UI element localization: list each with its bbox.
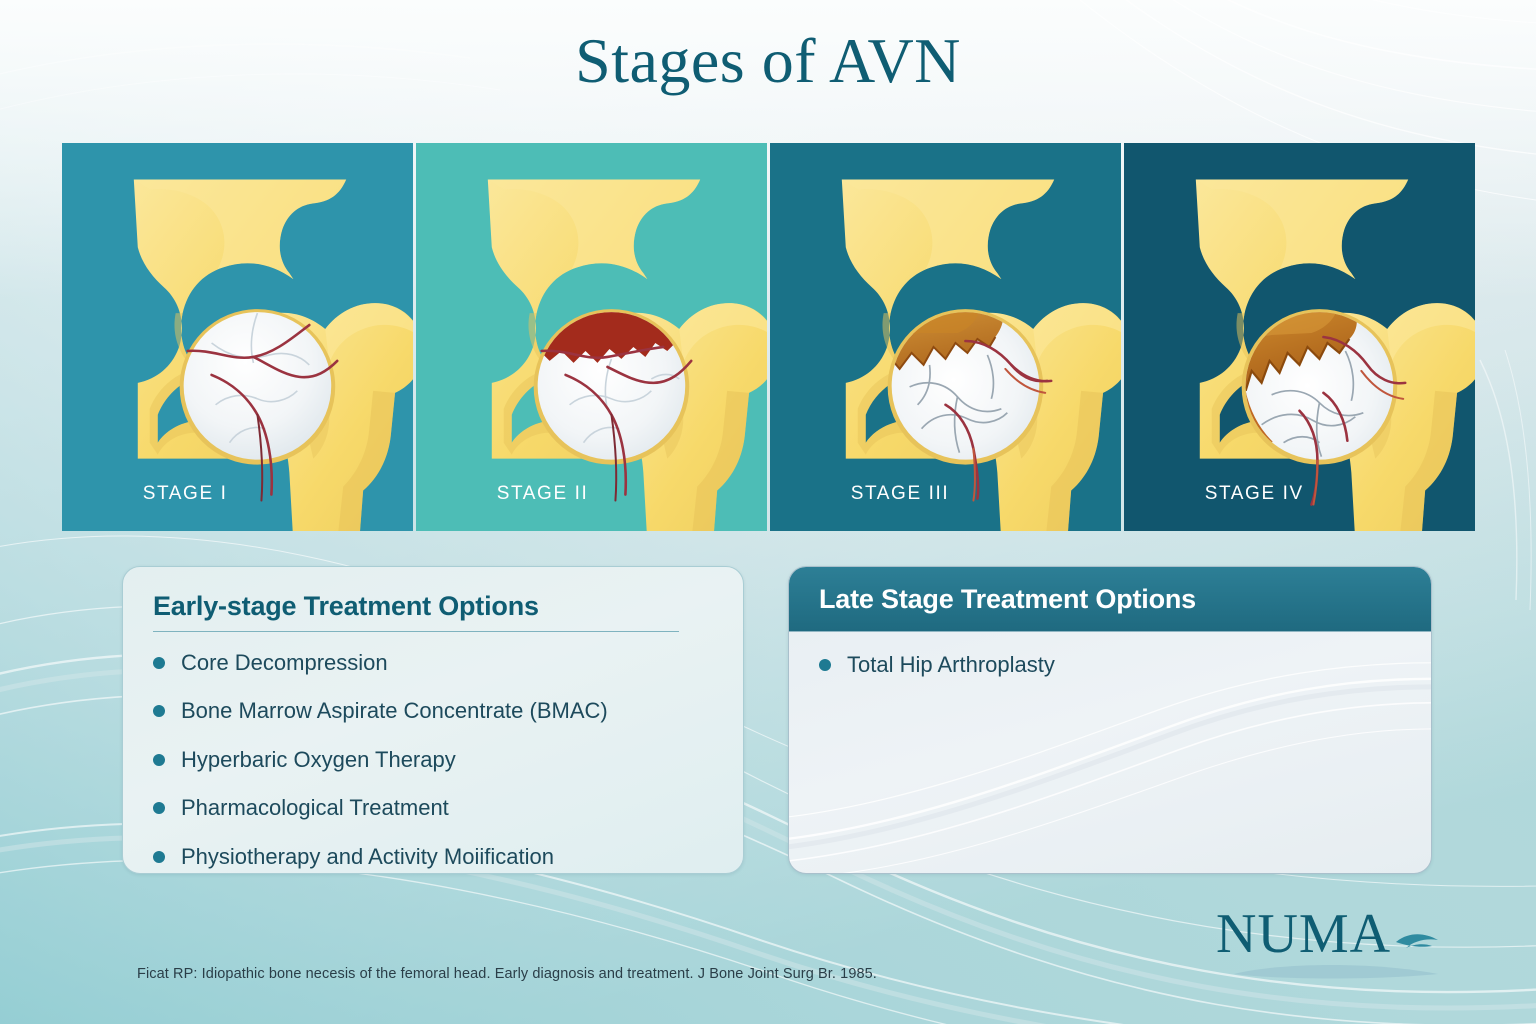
numa-logo[interactable]: NUMA: [1210, 896, 1460, 982]
page-title: Stages of AVN: [575, 25, 961, 96]
bullet-icon: [153, 705, 165, 718]
page-title-wrap: Stages of AVN: [0, 25, 1536, 96]
list-item[interactable]: Total Hip Arthroplasty: [819, 652, 1401, 678]
list-item-label: Pharmacological Treatment: [181, 795, 449, 821]
late-treatment-list: Total Hip Arthroplasty: [789, 632, 1431, 678]
early-stage-treatment-card[interactable]: Early-stage Treatment Options Core Decom…: [122, 566, 744, 874]
citation-text: Ficat RP: Idiopathic bone necesis of the…: [137, 966, 877, 982]
stage-panel-4[interactable]: STAGE IV: [1124, 143, 1475, 531]
early-card-header: Early-stage Treatment Options: [123, 567, 743, 632]
list-item[interactable]: Pharmacological Treatment: [153, 795, 713, 821]
early-card-title: Early-stage Treatment Options: [153, 591, 539, 621]
early-treatment-list: Core Decompression Bone Marrow Aspirate …: [123, 632, 743, 870]
stage-panel-3[interactable]: STAGE III: [770, 143, 1121, 531]
hip-anatomy-illustration-stage-4: [1124, 143, 1475, 531]
hip-anatomy-illustration-stage-3: [770, 143, 1121, 531]
stage-panel-1[interactable]: STAGE I: [62, 143, 413, 531]
stage-panel-2[interactable]: STAGE II: [416, 143, 767, 531]
late-card-title: Late Stage Treatment Options: [819, 583, 1196, 614]
stage-label-3: STAGE III: [850, 483, 950, 504]
list-item-label: Core Decompression: [181, 650, 388, 675]
bullet-icon: [153, 850, 165, 863]
bullet-icon: [819, 659, 831, 671]
list-item[interactable]: Core Decompression: [153, 650, 713, 676]
early-card-divider: [153, 631, 680, 632]
list-item-label: Bone Marrow Aspirate Concentrate (BMAC): [181, 698, 608, 724]
bullet-icon: [153, 753, 165, 766]
bullet-icon: [153, 657, 165, 669]
stage-label-1: STAGE I: [142, 483, 228, 504]
numa-logo-wordmark: NUMA: [1216, 903, 1391, 965]
late-card-header: Late Stage Treatment Options: [789, 567, 1431, 632]
hip-anatomy-illustration-stage-2: [416, 143, 767, 531]
list-item-label: Total Hip Arthroplasty: [847, 652, 1055, 677]
list-item[interactable]: Bone Marrow Aspirate Concentrate (BMAC): [153, 698, 713, 724]
stage-label-2: STAGE II: [496, 483, 589, 504]
late-stage-treatment-card[interactable]: Late Stage Treatment Options Total Hip A…: [788, 566, 1432, 874]
list-item[interactable]: Hyperbaric Oxygen Therapy: [153, 747, 713, 773]
stage-panel-row: STAGE I: [62, 143, 1475, 531]
list-item-label: Hyperbaric Oxygen Therapy: [181, 746, 456, 772]
hip-anatomy-illustration-stage-1: [62, 143, 413, 531]
list-item-label: Physiotherapy and Activity Moiification: [181, 843, 554, 869]
list-item[interactable]: Physiotherapy and Activity Moiification: [153, 844, 713, 870]
stage-label-4: STAGE IV: [1204, 483, 1304, 504]
treatment-cards: Early-stage Treatment Options Core Decom…: [122, 566, 1432, 874]
bullet-icon: [153, 802, 165, 815]
